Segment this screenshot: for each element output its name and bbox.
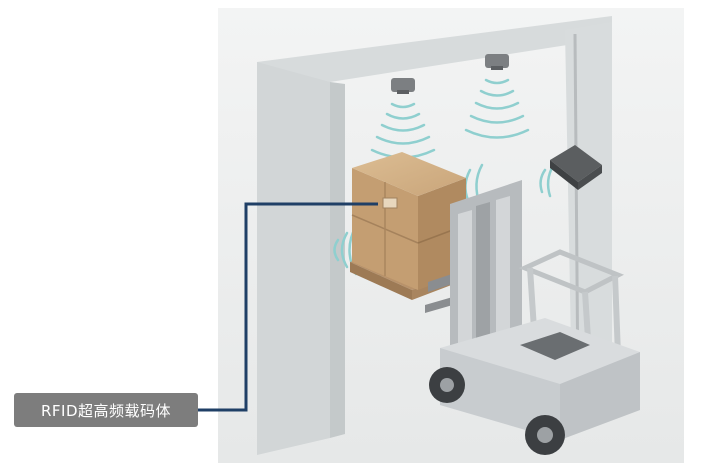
forklift-icon bbox=[425, 180, 640, 455]
rfid-antenna-icon bbox=[485, 54, 509, 70]
rfid-tag-icon bbox=[382, 197, 398, 209]
rfid-gate-frame bbox=[257, 16, 612, 455]
rfid-antenna-icon bbox=[391, 78, 415, 94]
rfid-reader-icon bbox=[550, 145, 602, 190]
rfid-tag-label: RFID超高频载码体 bbox=[14, 393, 198, 427]
callout-leader-line bbox=[198, 202, 378, 412]
